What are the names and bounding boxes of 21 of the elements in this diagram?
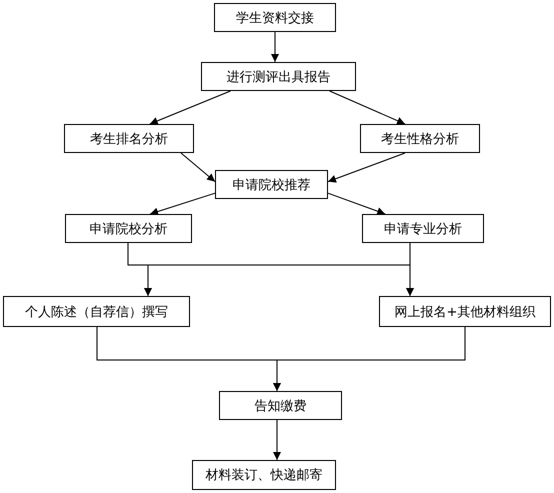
process-box: 申请院校分析 — [65, 214, 192, 243]
process-box: 材料装订、快递邮寄 — [192, 460, 336, 490]
arrow — [271, 32, 279, 62]
process-box: 个人陈述（自荐信）撰写 — [3, 296, 190, 327]
arrow — [273, 326, 466, 392]
process-box: 考生排名分析 — [64, 124, 194, 153]
process-box: 进行测评出具报告 — [201, 62, 356, 91]
process-box: 网上报名+其他材料组织 — [379, 296, 551, 327]
arrow — [329, 90, 406, 124]
arrow — [180, 152, 216, 182]
process-box: 告知缴费 — [219, 391, 342, 420]
arrow — [328, 192, 386, 216]
process-box: 考生性格分析 — [360, 124, 480, 153]
arrow — [406, 242, 414, 296]
process-box: 申请院校推荐 — [215, 170, 328, 199]
arrow — [328, 152, 406, 183]
arrow — [273, 420, 281, 460]
arrow — [149, 90, 231, 125]
process-box: 学生资料交接 — [214, 3, 336, 32]
process-box: 申请专业分析 — [362, 214, 484, 243]
arrow — [150, 192, 216, 216]
